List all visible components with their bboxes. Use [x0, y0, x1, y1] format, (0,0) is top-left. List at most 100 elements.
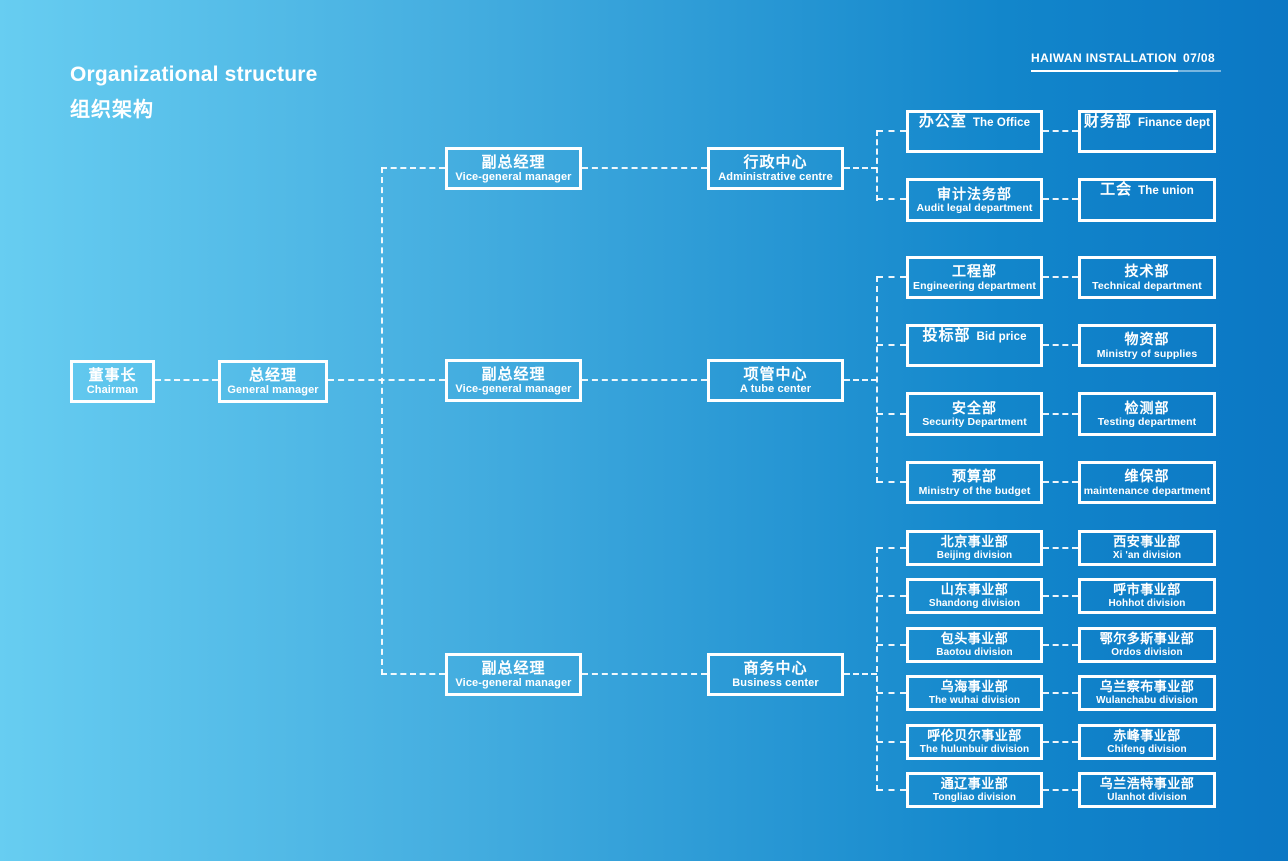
node-center-administrative: 行政中心 Administrative centre [707, 147, 844, 190]
connector-admin-trunk [844, 167, 877, 169]
div-wulanchabu: 乌兰察布事业部 Wulanchabu division [1078, 675, 1216, 711]
div-ulanhot-en: Ulanhot division [1107, 791, 1187, 803]
div-chifeng: 赤峰事业部 Chifeng division [1078, 724, 1216, 760]
connector-business-row4-gap [1043, 692, 1078, 694]
connector-trunk-vgm3 [381, 673, 445, 675]
div-baotou-zh: 包头事业部 [940, 630, 1009, 646]
div-hohhot-en: Hohhot division [1108, 597, 1186, 609]
node-center-project-zh: 项管中心 [743, 365, 808, 383]
div-tongliao-en: Tongliao division [932, 791, 1017, 803]
node-vgm-3: 副总经理 Vice-general manager [445, 653, 582, 696]
div-chifeng-zh: 赤峰事业部 [1113, 727, 1181, 743]
div-hohhot: 呼市事业部 Hohhot division [1078, 578, 1216, 614]
connector-vgm2-project [582, 379, 707, 381]
div-wuhai: 乌海事业部 The wuhai division [906, 675, 1043, 711]
div-chifeng-en: Chifeng division [1107, 743, 1187, 755]
connector-business-row5-gap [1043, 741, 1078, 743]
node-vgm-1-zh: 副总经理 [481, 153, 546, 171]
node-center-business-en: Business center [732, 676, 819, 689]
dept-office: 办公室 The Office [906, 110, 1043, 153]
div-hulunbuir-en: The hulunbuir division [919, 743, 1030, 755]
dept-supplies-en: Ministry of supplies [1096, 347, 1198, 360]
div-tongliao-zh: 通辽事业部 [940, 775, 1009, 791]
connector-vgm1-admin [582, 167, 707, 169]
div-wuhai-en: The wuhai division [928, 694, 1021, 706]
div-wulanchabu-zh: 乌兰察布事业部 [1099, 678, 1195, 694]
div-beijing: 北京事业部 Beijing division [906, 530, 1043, 566]
connector-business-row5 [877, 741, 906, 743]
page-title-chinese: 组织架构 [70, 99, 154, 121]
node-center-business-zh: 商务中心 [743, 659, 808, 677]
dept-union-en: The union [1138, 185, 1194, 197]
connector-trunk-vgm1 [381, 167, 445, 169]
dept-testing-zh: 检测部 [1124, 399, 1170, 416]
dept-technical-en: Technical department [1092, 279, 1202, 292]
div-wuhai-zh: 乌海事业部 [940, 678, 1009, 694]
header-underline-light [1178, 70, 1221, 72]
div-wulanchabu-en: Wulanchabu division [1096, 694, 1198, 706]
dept-supplies-zh: 物资部 [1124, 331, 1170, 348]
dept-engineering: 工程部 Engineering department [906, 256, 1043, 299]
dept-union-zh: 工会 [1100, 181, 1133, 198]
dept-bid-price-zh: 投标部 [922, 327, 971, 344]
connector-project-row3-gap [1043, 413, 1078, 415]
dept-testing-en: Testing department [1097, 416, 1197, 429]
connector-admin-row1 [877, 130, 906, 132]
dept-engineering-zh: 工程部 [952, 263, 997, 280]
dept-budget: 预算部 Ministry of the budget [906, 461, 1043, 504]
header-page-number: 07/08 [1183, 51, 1216, 65]
page-title: Organizational structure [70, 63, 318, 86]
connector-vgm3-business [582, 673, 707, 675]
dept-budget-zh: 预算部 [952, 468, 997, 485]
node-center-business: 商务中心 Business center [707, 653, 844, 696]
dept-engineering-en: Engineering department [913, 279, 1036, 292]
div-xian-en: Xi 'an division [1112, 549, 1182, 561]
node-center-administrative-en: Administrative centre [718, 170, 833, 183]
dept-office-zh: 办公室 [918, 113, 967, 130]
dept-audit-legal: 审计法务部 Audit legal department [906, 178, 1043, 222]
connector-business-row1 [877, 547, 906, 549]
node-general-manager: 总经理 General manager [218, 360, 328, 403]
connector-trunk-project-group [876, 276, 878, 483]
dept-supplies: 物资部 Ministry of supplies [1078, 324, 1216, 367]
connector-business-row2-gap [1043, 595, 1078, 597]
node-chairman-en: Chairman [86, 383, 139, 396]
connector-project-row4-gap [1043, 481, 1078, 483]
div-beijing-zh: 北京事业部 [940, 533, 1009, 549]
div-xian-zh: 西安事业部 [1113, 533, 1181, 549]
dept-audit-legal-en: Audit legal department [916, 202, 1033, 215]
div-xian: 西安事业部 Xi 'an division [1078, 530, 1216, 566]
dept-security-en: Security Department [922, 416, 1027, 429]
div-beijing-en: Beijing division [936, 549, 1013, 561]
connector-admin-row2-gap [1043, 198, 1078, 200]
connector-business-row2 [877, 595, 906, 597]
header-brand: HAIWAN INSTALLATION [1031, 51, 1177, 65]
connector-business-trunk [844, 673, 877, 675]
dept-bid-price-en: Bid price [976, 331, 1027, 343]
connector-trunk-admin-group [876, 130, 878, 201]
dept-security: 安全部 Security Department [906, 392, 1043, 436]
dept-union: 工会 The union [1078, 178, 1216, 222]
header-underline [1031, 70, 1178, 72]
connector-project-trunk [844, 379, 877, 381]
div-ulanhot-zh: 乌兰浩特事业部 [1099, 775, 1195, 791]
dept-finance: 财务部 Finance dept [1078, 110, 1216, 153]
connector-project-row1 [877, 276, 906, 278]
node-vgm-3-en: Vice-general manager [455, 676, 572, 689]
dept-finance-en: Finance dept [1137, 117, 1211, 129]
connector-business-row3 [877, 644, 906, 646]
connector-business-row1-gap [1043, 547, 1078, 549]
div-hohhot-zh: 呼市事业部 [1113, 581, 1181, 597]
div-ulanhot: 乌兰浩特事业部 Ulanhot division [1078, 772, 1216, 808]
connector-project-row1-gap [1043, 276, 1078, 278]
node-center-administrative-zh: 行政中心 [743, 153, 808, 171]
connector-trunk-vgm [381, 167, 383, 675]
div-hulunbuir: 呼伦贝尔事业部 The hulunbuir division [906, 724, 1043, 760]
connector-business-row3-gap [1043, 644, 1078, 646]
connector-admin-row2 [877, 198, 906, 200]
dept-audit-legal-zh: 审计法务部 [937, 185, 1012, 202]
connector-project-row2 [877, 344, 906, 346]
div-shandong: 山东事业部 Shandong division [906, 578, 1043, 614]
dept-bid-price: 投标部 Bid price [906, 324, 1043, 367]
div-hulunbuir-zh: 呼伦贝尔事业部 [927, 727, 1022, 743]
